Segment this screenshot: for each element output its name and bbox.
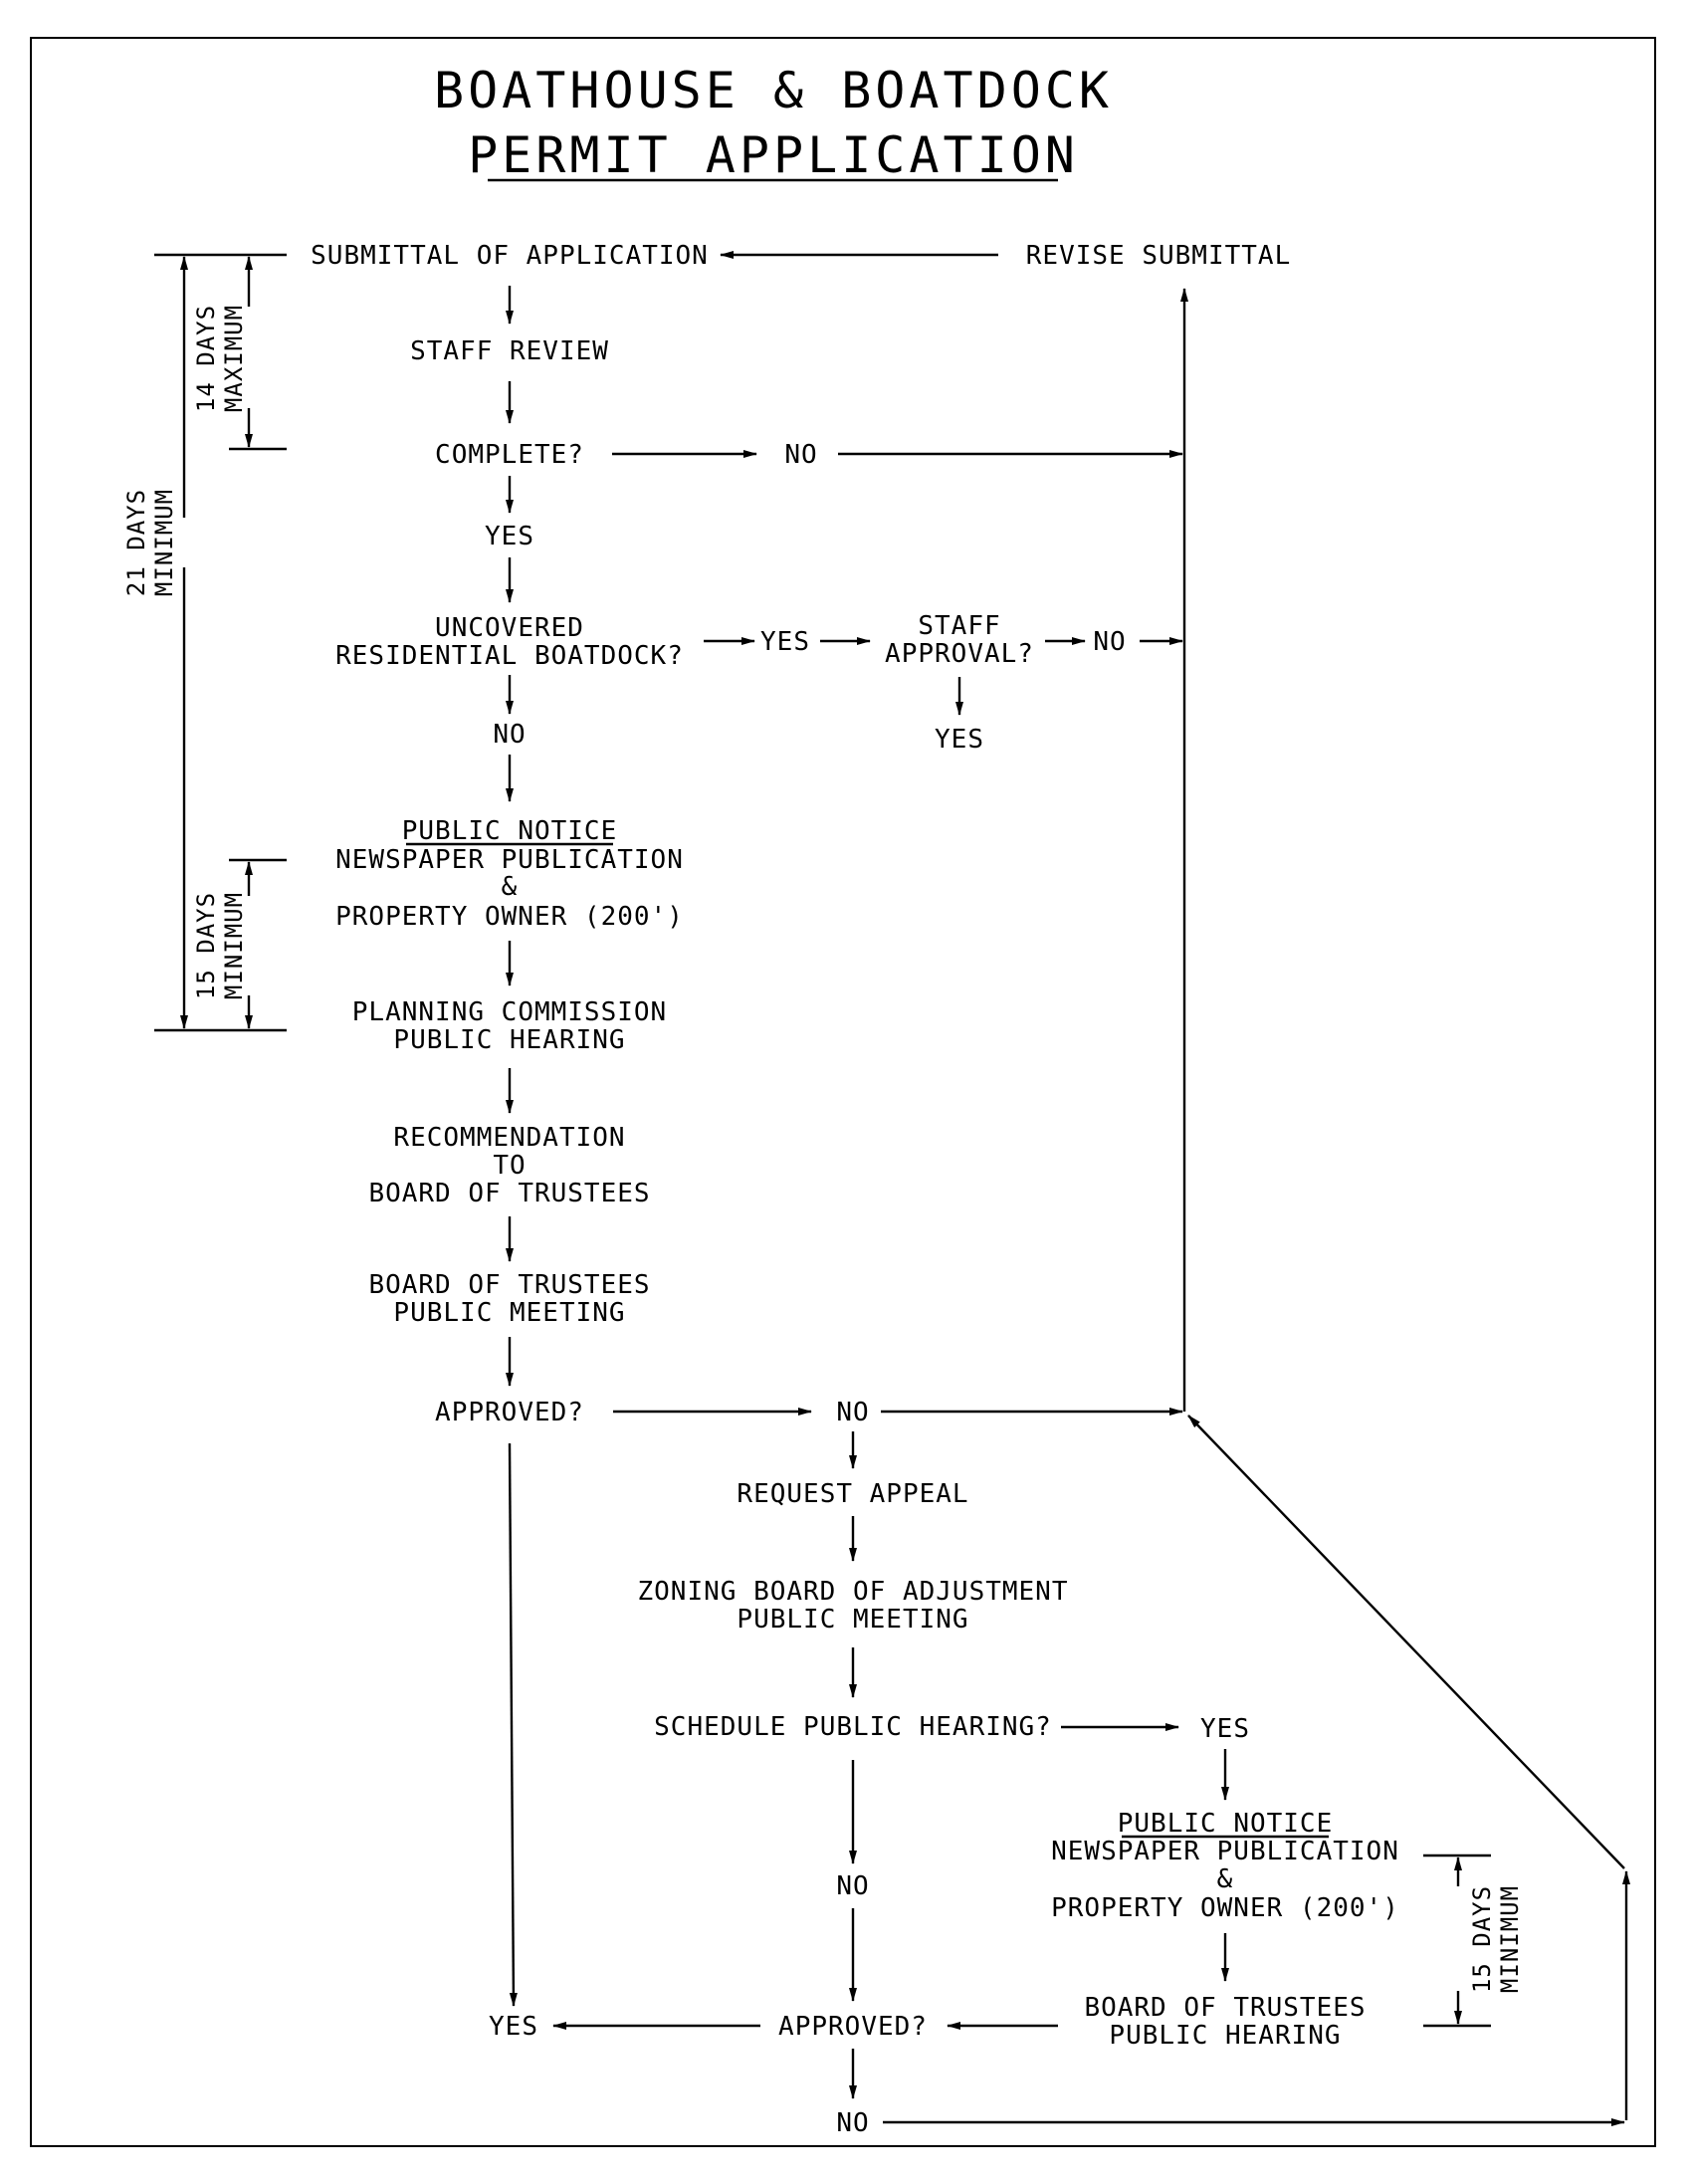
node-complete-no: NO <box>784 440 817 470</box>
node-uncovered-line-1: UNCOVERED <box>435 613 584 643</box>
node-public-notice-1-title: PUBLIC NOTICE <box>402 816 618 846</box>
node-staff-approval-line-2: APPROVAL? <box>885 639 1034 669</box>
dim-14-label-2: MAXIMUM <box>220 305 248 412</box>
node-schedule-question: SCHEDULE PUBLIC HEARING? <box>654 1712 1052 1742</box>
node-revise-submittal: REVISE SUBMITTAL <box>1026 241 1291 271</box>
dim-15b-label-1: 15 DAYS <box>1468 1885 1496 1993</box>
node-public-notice-2-line-1: NEWSPAPER PUBLICATION <box>1051 1837 1399 1866</box>
node-final-yes: YES <box>489 2012 538 2042</box>
dim-14-label-1: 14 DAYS <box>192 305 220 412</box>
node-request-appeal: REQUEST APPEAL <box>737 1479 968 1509</box>
page-border <box>30 37 1656 2147</box>
dim-21-label-2: MINIMUM <box>150 489 178 596</box>
node-public-notice-2-line-3: PROPERTY OWNER (200') <box>1051 1893 1399 1923</box>
node-board-hearing-line-2: PUBLIC HEARING <box>1109 2021 1341 2051</box>
node-public-notice-1-line-2: & <box>502 872 519 902</box>
node-staff-approval-line-1: STAFF <box>918 611 1000 641</box>
node-staff-yes: YES <box>935 725 984 755</box>
dim-15a-label-1: 15 DAYS <box>192 892 220 999</box>
node-board-hearing-line-1: BOARD OF TRUSTEES <box>1084 1993 1366 2023</box>
node-zba-line-1: ZONING BOARD OF ADJUSTMENT <box>638 1577 1069 1607</box>
node-public-notice-2-line-2: & <box>1217 1864 1234 1894</box>
node-approved-1-no: NO <box>836 1398 869 1427</box>
node-board-meeting-line-2: PUBLIC MEETING <box>393 1298 625 1328</box>
node-public-notice-1-line-1: NEWSPAPER PUBLICATION <box>335 845 684 875</box>
node-approved-2-question: APPROVED? <box>778 2012 928 2042</box>
node-uncovered-yes: YES <box>760 627 810 657</box>
node-complete-yes: YES <box>485 522 534 551</box>
node-staff-review: STAFF REVIEW <box>410 336 609 366</box>
node-planning-line-2: PUBLIC HEARING <box>393 1025 625 1055</box>
dim-15a-label-2: MINIMUM <box>220 892 248 999</box>
title-line-1: BOATHOUSE & BOATDOCK <box>434 62 1113 119</box>
node-staff-no: NO <box>1093 627 1126 657</box>
node-schedule-no: NO <box>836 1871 869 1901</box>
node-recommendation-line-1: RECOMMENDATION <box>393 1123 625 1153</box>
node-uncovered-line-2: RESIDENTIAL BOATDOCK? <box>335 641 684 671</box>
node-public-notice-2-title: PUBLIC NOTICE <box>1118 1809 1334 1839</box>
node-recommendation-line-3: BOARD OF TRUSTEES <box>368 1179 650 1208</box>
node-schedule-yes: YES <box>1200 1714 1250 1744</box>
node-recommendation-line-2: TO <box>493 1151 526 1181</box>
dim-21-label-1: 21 DAYS <box>122 489 150 596</box>
title-line-2: PERMIT APPLICATION <box>468 126 1079 184</box>
node-board-meeting-line-1: BOARD OF TRUSTEES <box>368 1270 650 1300</box>
node-planning-line-1: PLANNING COMMISSION <box>352 997 667 1027</box>
node-submittal: SUBMITTAL OF APPLICATION <box>311 241 709 271</box>
node-zba-line-2: PUBLIC MEETING <box>737 1605 968 1635</box>
node-public-notice-1-line-3: PROPERTY OWNER (200') <box>335 902 684 932</box>
return-line-diagonal <box>1187 1415 1625 1869</box>
node-complete-question: COMPLETE? <box>435 440 584 470</box>
arrow-approved-1-to-final-yes <box>508 1442 518 2007</box>
node-uncovered-no: NO <box>493 720 526 750</box>
dim-15b-label-2: MINIMUM <box>1496 1885 1524 1993</box>
node-approved-1-question: APPROVED? <box>435 1398 584 1427</box>
node-final-no: NO <box>836 2108 869 2138</box>
